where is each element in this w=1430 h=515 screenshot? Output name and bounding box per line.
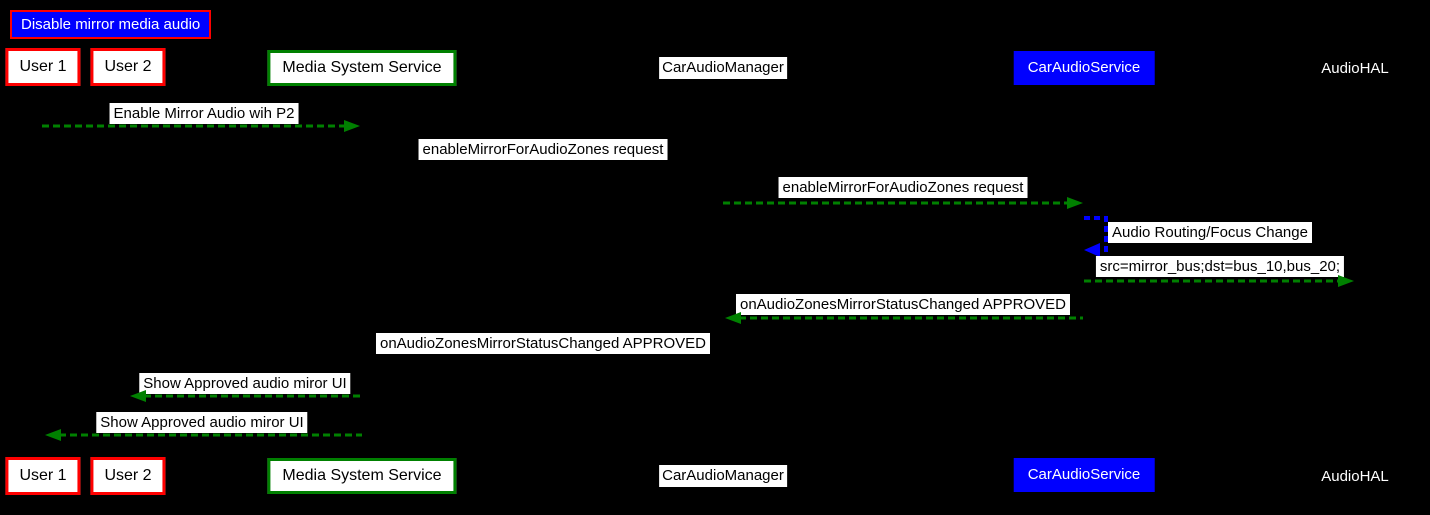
- arrow-mirror-status-approved: [725, 312, 1083, 324]
- participant-car-audio-manager-bottom: CarAudioManager: [659, 465, 787, 487]
- participant-user1-bottom: User 1: [5, 457, 81, 495]
- participant-car-audio-service-bottom: CarAudioService: [1013, 458, 1155, 492]
- arrow-enable-mirror-zones: [723, 197, 1083, 209]
- message-label-enable-mirror-zones-2: enableMirrorForAudioZones request: [778, 177, 1028, 198]
- message-label-show-approved-ui-2: Show Approved audio miror UI: [96, 412, 308, 433]
- participant-car-audio-manager-top: CarAudioManager: [659, 57, 787, 79]
- diagram-title: Disable mirror media audio: [10, 10, 212, 39]
- message-label-src-mirror-bus: src=mirror_bus;dst=bus_10,bus_20;: [1095, 256, 1345, 277]
- participant-user2-top: User 2: [90, 48, 166, 86]
- arrow-show-approved-ui-2: [45, 429, 362, 441]
- message-label-mirror-status-approved-1: onAudioZonesMirrorStatusChanged APPROVED: [735, 294, 1071, 315]
- arrow-show-approved-ui-1: [130, 390, 362, 402]
- message-label-enable-mirror-zones-1: enableMirrorForAudioZones request: [418, 139, 668, 160]
- participant-media-system-service-top: Media System Service: [267, 50, 457, 86]
- participant-user1-top: User 1: [5, 48, 81, 86]
- participant-media-system-service-bottom: Media System Service: [267, 458, 457, 494]
- message-label-show-approved-ui-1: Show Approved audio miror UI: [139, 373, 351, 394]
- message-label-enable-mirror-audio: Enable Mirror Audio wih P2: [109, 103, 299, 124]
- arrow-enable-mirror-audio: [42, 120, 360, 132]
- message-label-audio-routing: Audio Routing/Focus Change: [1108, 222, 1312, 243]
- participant-audio-hal-bottom: AudioHAL: [1321, 468, 1389, 485]
- participant-user2-bottom: User 2: [90, 457, 166, 495]
- arrow-audio-routing-self: [1084, 216, 1108, 257]
- message-label-mirror-status-approved-2: onAudioZonesMirrorStatusChanged APPROVED: [375, 333, 711, 354]
- participant-audio-hal-top: AudioHAL: [1321, 60, 1389, 77]
- participant-car-audio-service-top: CarAudioService: [1013, 51, 1155, 85]
- arrow-src-mirror-bus: [1084, 275, 1354, 287]
